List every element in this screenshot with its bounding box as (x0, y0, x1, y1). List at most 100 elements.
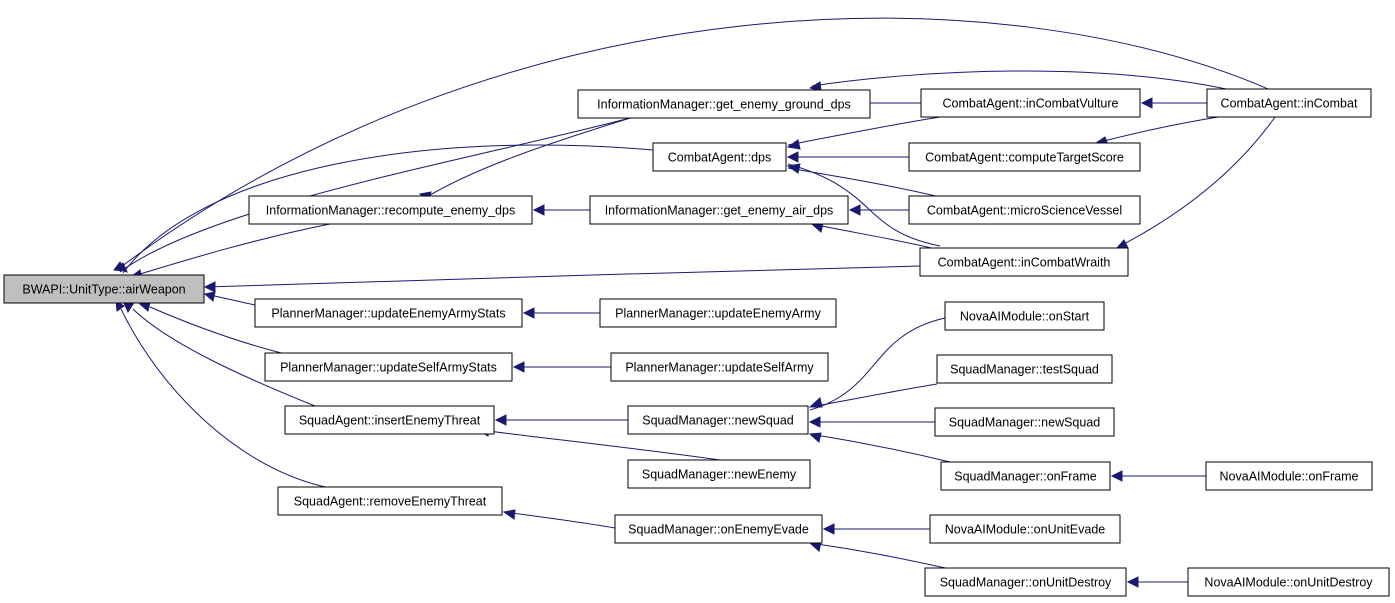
edge-sq-destroy-to-sq-evade (809, 542, 951, 570)
arrowhead (808, 432, 822, 443)
node-novaaimodule-onstart[interactable]: NovaAIModule::onStart (944, 301, 1105, 331)
arrowhead (1126, 576, 1139, 588)
node-novaaimodule-onunitdestroy[interactable]: NovaAIModule::onUnitDestroy (1187, 567, 1390, 597)
node-squadmanager-onunitdestroy[interactable]: SquadManager::onUnitDestroy (924, 567, 1127, 597)
node-label: BWAPI::UnitType::airWeapon (22, 283, 185, 297)
node-label: InformationManager::recompute_enemy_dps (266, 204, 515, 218)
node-informationmanager-get-enemy-ground-dps[interactable]: InformationManager::get_enemy_ground_dps (577, 89, 871, 119)
arrowhead (808, 416, 821, 428)
node-squadmanager-testsquad[interactable]: SquadManager::testSquad (936, 354, 1113, 384)
node-label: SquadManager::onUnitDestroy (940, 576, 1112, 590)
arrowhead (522, 307, 535, 319)
node-combatagent-incombatwraith[interactable]: CombatAgent::inCombatWraith (919, 247, 1129, 277)
node-label: SquadManager::testSquad (950, 363, 1099, 377)
edge-ca-vessel-to-ca-dps (787, 167, 941, 198)
edge-ca-wraith-to-ca-dps (787, 163, 941, 247)
edge-ca-combat-to-ca-wraith (1119, 116, 1276, 247)
arrowhead (532, 204, 545, 216)
node-label: NovaAIModule::onUnitEvade (945, 523, 1106, 537)
node-combatagent-computetargetscore[interactable]: CombatAgent::computeTargetScore (908, 142, 1141, 172)
node-label: SquadAgent::insertEnemyThreat (299, 414, 481, 428)
arrowhead (786, 163, 801, 174)
node-label: SquadManager::newSquad (949, 416, 1101, 430)
node-combatagent-dps[interactable]: CombatAgent::dps (652, 142, 787, 172)
node-label: CombatAgent::inCombatVulture (942, 97, 1118, 111)
node-label: SquadManager::newSquad (642, 414, 794, 428)
edge-sa-insert-to-root (132, 308, 321, 409)
node-label: SquadManager::newEnemy (642, 468, 797, 482)
node-label: PlannerManager::updateEnemyArmy (615, 307, 821, 321)
edge-sa-remove-to-root (120, 308, 331, 489)
node-squadmanager-onenemyevade[interactable]: SquadManager::onEnemyEvade (614, 514, 823, 544)
node-label: CombatAgent::dps (668, 151, 772, 165)
node-squadmanager-onframe[interactable]: SquadManager::onFrame (940, 461, 1111, 491)
arrowhead (808, 397, 823, 408)
node-informationmanager-get-enemy-air-dps[interactable]: InformationManager::get_enemy_air_dps (589, 195, 849, 225)
node-informationmanager-recompute-enemy-dps[interactable]: InformationManager::recompute_enemy_dps (248, 195, 533, 225)
node-label: InformationManager::get_enemy_ground_dps (597, 98, 851, 112)
node-combatagent-microsciencevessel[interactable]: CombatAgent::microScienceVessel (908, 195, 1141, 225)
node-label: CombatAgent::inCombat (1221, 97, 1358, 111)
node-label: SquadManager::onEnemyEvade (628, 523, 809, 537)
node-plannermanager-updateenemyarmy[interactable]: PlannerManager::updateEnemyArmy (599, 298, 837, 328)
edge-sq-evade-to-sa-remove (503, 511, 616, 529)
node-label: SquadManager::onFrame (954, 470, 1096, 484)
edge-sq-test-to-sq-newsquad (809, 383, 938, 408)
edge-im-recompute-to-root (139, 223, 331, 275)
node-plannermanager-updateselfarmy[interactable]: PlannerManager::updateSelfArmy (610, 352, 829, 382)
nodes: BWAPI::UnitType::airWeapon InformationMa… (3, 88, 1390, 597)
node-combatagent-incombat[interactable]: CombatAgent::inCombat (1206, 88, 1372, 118)
arrowhead (203, 281, 216, 293)
node-label: PlannerManager::updateEnemyArmyStats (271, 307, 505, 321)
arrowhead (786, 139, 801, 150)
node-squadagent-removeenemythreat[interactable]: SquadAgent::removeEnemyThreat (277, 486, 503, 516)
node-label: SquadAgent::removeEnemyThreat (294, 495, 487, 509)
arrowhead (512, 361, 525, 373)
node-squadmanager-newsquad[interactable]: SquadManager::newSquad (627, 405, 809, 435)
edge-ca-vulture-to-ca-dps (787, 116, 941, 146)
arrowhead (1115, 239, 1129, 249)
edge-pm-self-stats-to-root (149, 306, 286, 355)
edge-sq-frame-to-sq-newsquad (809, 433, 951, 463)
node-bwapi-unittype-airweapon[interactable]: BWAPI::UnitType::airWeapon (3, 274, 205, 304)
node-label: PlannerManager::updateSelfArmy (625, 361, 814, 375)
arrowhead (1140, 97, 1153, 109)
node-label: NovaAIModule::onFrame (1220, 470, 1359, 484)
node-plannermanager-updateselfarmystats[interactable]: PlannerManager::updateSelfArmyStats (264, 352, 513, 382)
node-label: CombatAgent::microScienceVessel (927, 204, 1122, 218)
arrowhead (848, 204, 861, 216)
edge-sq-newenemy-to-sa-insert (479, 429, 721, 461)
arrowhead (1110, 470, 1123, 482)
edge-ca-combat-to-im-ground (811, 70, 1241, 93)
edge-ca-wraith-to-im-air (811, 223, 941, 251)
node-label: CombatAgent::inCombatWraith (938, 256, 1111, 270)
arrowhead (123, 302, 134, 314)
arrowhead (822, 523, 835, 535)
edge-im-recompute-to-im-ground (424, 117, 631, 199)
edge-ca-dps-to-root (122, 144, 654, 274)
arrowhead (114, 262, 128, 273)
node-label: CombatAgent::computeTargetScore (925, 151, 1124, 165)
node-plannermanager-updateenemyarmystats[interactable]: PlannerManager::updateEnemyArmyStats (254, 298, 523, 328)
node-squadmanager-newenemy[interactable]: SquadManager::newEnemy (627, 459, 811, 489)
edge-ca-combat-to-root (116, 17, 1276, 271)
edge-ca-combat-to-ca-target (1099, 116, 1219, 143)
node-novaaimodule-onframe[interactable]: NovaAIModule::onFrame (1205, 461, 1373, 491)
node-combatagent-incombatvulture[interactable]: CombatAgent::inCombatVulture (920, 88, 1141, 118)
edges (116, 17, 1276, 583)
node-label: NovaAIModule::onUnitDestroy (1204, 576, 1373, 590)
arrowhead (786, 151, 799, 163)
node-novaaimodule-onunitevade[interactable]: NovaAIModule::onUnitEvade (929, 514, 1121, 544)
arrowhead (203, 291, 216, 302)
edge-im-ground-to-root (119, 117, 631, 273)
arrowhead (502, 509, 516, 520)
node-squadmanager-newsquad-2[interactable]: SquadManager::newSquad (934, 407, 1115, 437)
node-label: NovaAIModule::onStart (960, 310, 1090, 324)
arrowhead (494, 414, 507, 426)
node-label: PlannerManager::updateSelfArmyStats (280, 361, 497, 375)
edge-ca-wraith-to-root (204, 265, 921, 288)
node-label: InformationManager::get_enemy_air_dps (605, 204, 834, 218)
node-squadagent-insertenemythreat[interactable]: SquadAgent::insertEnemyThreat (284, 405, 495, 435)
edge-nv-start-to-sq-newsquad (809, 317, 946, 411)
